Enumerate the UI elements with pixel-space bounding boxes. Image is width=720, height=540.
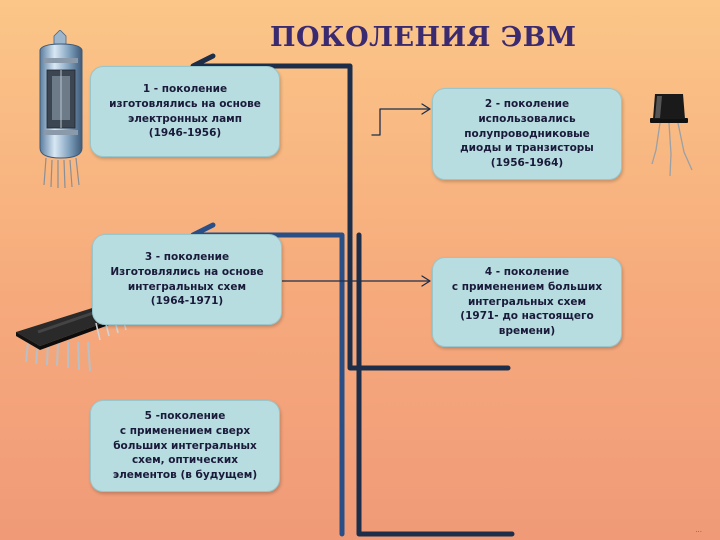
generation-5-box: 5 -поколение с применением сверх больших…	[90, 400, 280, 492]
connector-gen-2	[371, 108, 429, 136]
generation-3-box: 3 - поколение Изготовлялись на основе ин…	[92, 234, 282, 325]
connector-main-trunk	[197, 63, 511, 371]
generation-1-text: 1 - поколение изготовлялись на основе эл…	[109, 82, 261, 140]
generation-5-text: 5 -поколение с применением сверх больших…	[112, 409, 258, 482]
transistor-image	[650, 94, 693, 177]
generation-4-text: 4 - поколение с применением больших инте…	[451, 265, 603, 338]
generation-1-box: 1 - поколение изготовлялись на основе эл…	[90, 66, 280, 157]
slide-title: ПОКОЛЕНИЯ ЭВМ	[270, 22, 577, 53]
generation-2-box: 2 - поколение использовались полупроводн…	[432, 88, 622, 180]
connector-bottom-line	[356, 232, 515, 537]
page-mark: ...	[695, 526, 702, 534]
generation-2-text: 2 - поколение использовались полупроводн…	[460, 97, 594, 170]
generation-4-box: 4 - поколение с применением больших инте…	[432, 257, 622, 347]
vacuum-tube-image	[39, 30, 83, 189]
generation-3-text: 3 - поколение Изготовлялись на основе ин…	[110, 250, 264, 308]
